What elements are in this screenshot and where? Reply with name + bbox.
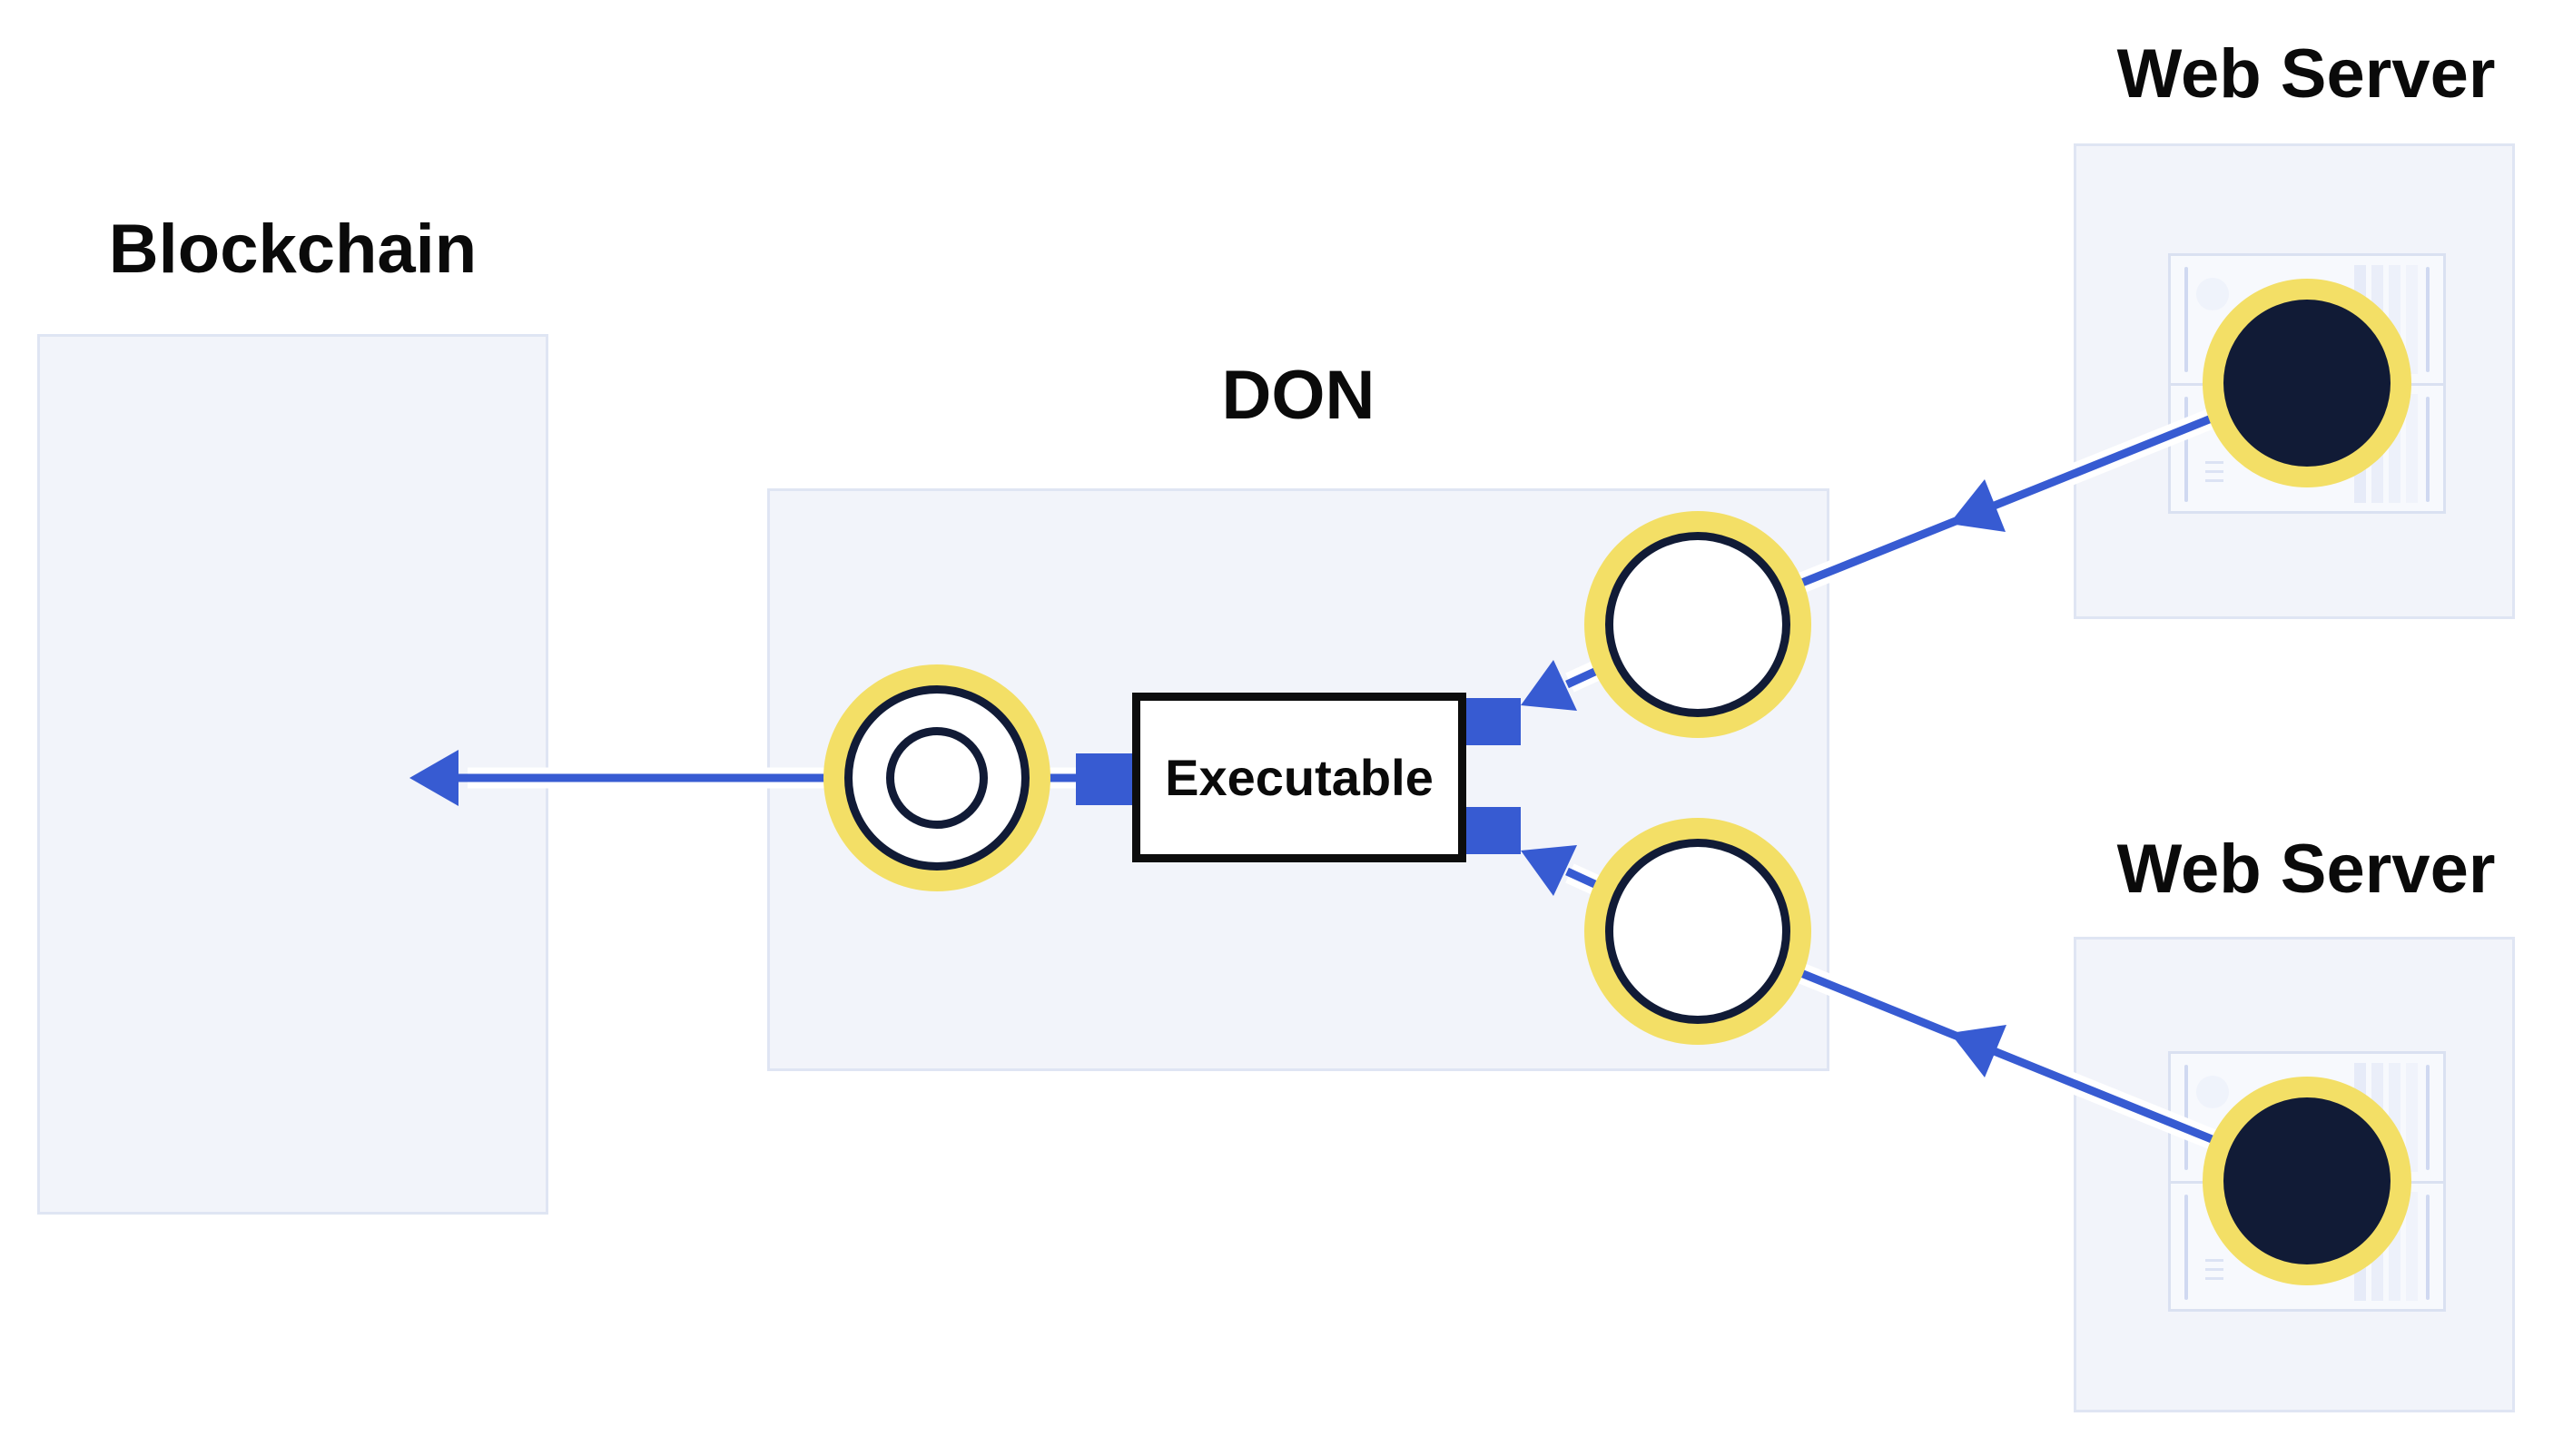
blockchain-title: Blockchain <box>108 211 478 288</box>
arrow-head-blockchain-icon <box>409 750 458 806</box>
don-title: DON <box>1221 357 1375 434</box>
rack-line <box>2426 1195 2430 1300</box>
rack-line <box>2426 1065 2430 1170</box>
arrow-head-webserver-top-icon <box>1949 479 2006 532</box>
rack-line <box>2184 1065 2188 1170</box>
web-server-node-icon <box>2203 1077 2411 1285</box>
executable-label: Executable <box>1165 749 1434 806</box>
rack-dash <box>2205 1277 2223 1280</box>
rack-dash <box>2205 470 2223 473</box>
rack-bar <box>2406 1192 2418 1301</box>
rack-line <box>2184 1195 2188 1300</box>
rack-light-icon <box>2196 278 2229 310</box>
rack-dash <box>2205 479 2223 482</box>
connector-top-right <box>1466 698 1521 745</box>
rack-line <box>2426 267 2430 372</box>
rack-bar <box>2406 394 2418 503</box>
rack-line <box>2426 397 2430 502</box>
rack-dash <box>2205 1268 2223 1271</box>
node-inner-ring <box>844 685 1030 871</box>
rack-line <box>2184 397 2188 502</box>
rack-dash <box>2205 1259 2223 1262</box>
rack-dash <box>2205 461 2223 464</box>
oracle-node-bottom-icon <box>1584 818 1811 1045</box>
node-core-circle <box>886 727 988 829</box>
connector-left <box>1076 753 1132 805</box>
oracle-node-top-icon <box>1584 511 1811 738</box>
web-server-node-icon <box>2203 279 2411 487</box>
connector-bottom-right <box>1466 807 1521 854</box>
arrow-head-node-bottom-icon <box>1521 845 1577 896</box>
rack-bar <box>2406 1063 2418 1172</box>
arrow-head-webserver-bottom-icon <box>1950 1025 2006 1077</box>
aggregator-node-icon <box>823 664 1050 891</box>
web-server-title-bottom: Web Server <box>2116 831 2496 908</box>
web-server-title-top: Web Server <box>2116 35 2496 113</box>
rack-bar <box>2406 265 2418 374</box>
node-inner-ring <box>1605 839 1790 1024</box>
executable-box: Executable <box>1132 693 1466 862</box>
arrow-head-node-top-icon <box>1521 660 1577 711</box>
rack-line <box>2184 267 2188 372</box>
node-inner-ring <box>1605 532 1790 717</box>
rack-light-icon <box>2196 1076 2229 1108</box>
